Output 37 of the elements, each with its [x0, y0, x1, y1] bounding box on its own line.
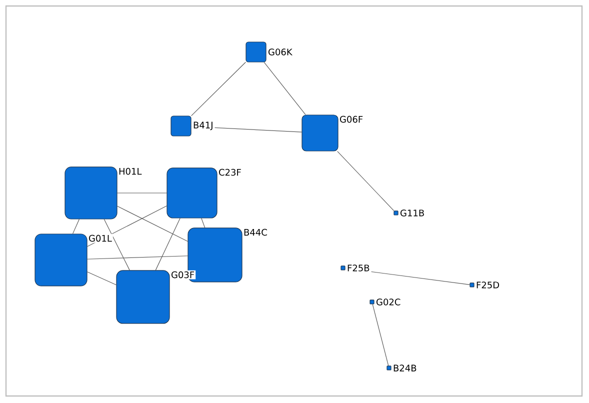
link-line: [104, 218, 130, 270]
link-line: [87, 272, 116, 286]
link-line: [72, 218, 80, 234]
link-line: [201, 218, 206, 228]
node-label: G01L: [89, 234, 112, 242]
network-node: G06K: [246, 42, 294, 62]
network-node: H01L: [64, 166, 143, 220]
node-label: F25B: [348, 264, 370, 272]
link-line: [372, 304, 389, 366]
node-label: G11B: [400, 210, 424, 216]
node-label: B24B: [394, 364, 416, 372]
network-node: G02C: [370, 297, 402, 307]
node-label: G03F: [172, 271, 194, 278]
network-node: G03F: [116, 270, 196, 324]
node-label: F25D: [476, 282, 500, 288]
link-line: [337, 150, 394, 211]
network-node: C23F: [166, 168, 242, 218]
network-node: F25B: [340, 263, 372, 273]
network-node: F25D: [470, 280, 502, 290]
link-line: [155, 218, 180, 270]
node-label: G06F: [340, 116, 363, 123]
network-node: G01L: [34, 234, 113, 286]
link-line: [87, 256, 188, 260]
link-line: [117, 192, 167, 194]
network-node: G06F: [302, 114, 364, 152]
network-node: G11B: [394, 208, 426, 218]
network-node: B41J: [170, 116, 215, 136]
link-line: [117, 206, 188, 242]
link-line: [191, 62, 246, 116]
link-line: [264, 62, 306, 115]
node-label: B44C: [244, 228, 267, 236]
node-label: H01L: [119, 168, 142, 175]
node-label: C23F: [219, 168, 241, 176]
node-label: G06K: [268, 48, 293, 56]
node-label: G02C: [376, 298, 400, 306]
network-node: B24B: [386, 363, 418, 373]
node-label: B41J: [194, 122, 212, 130]
